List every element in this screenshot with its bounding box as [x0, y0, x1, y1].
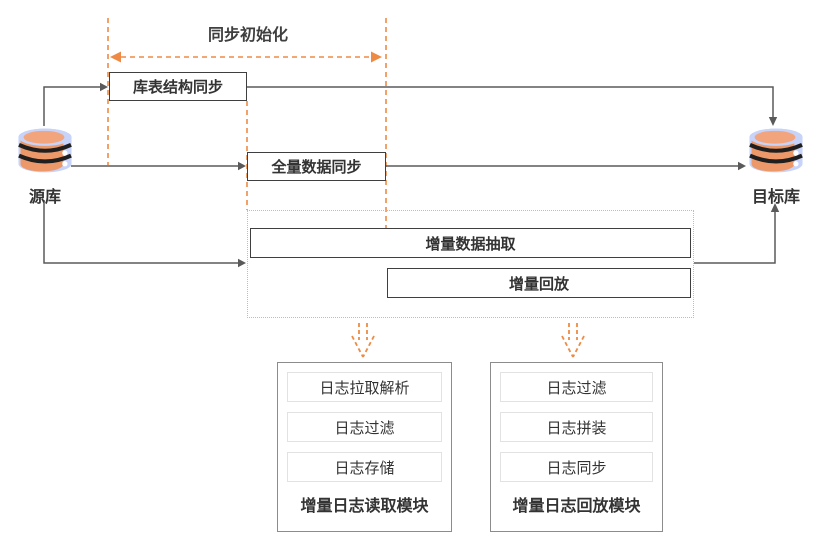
node-schema-sync: 库表结构同步: [109, 72, 247, 101]
node-full-data-sync: 全量数据同步: [247, 152, 386, 181]
step-log-filter: 日志过滤: [287, 412, 442, 442]
database-icon: [749, 128, 803, 173]
arrowhead-into-target-left-icon: [738, 161, 746, 171]
arrowhead-into-target-top-icon: [768, 117, 778, 126]
target-db-label: 目标库: [751, 189, 800, 206]
module-log-replayer: 日志过滤 日志拼装 日志同步 增量日志回放模块: [490, 362, 663, 532]
incremental-module-container: [247, 210, 694, 318]
arrowhead-into-incremental-module-icon: [238, 258, 246, 268]
step-log-filter: 日志过滤: [500, 372, 653, 402]
dashed-down-arrow-left-icon: [351, 323, 375, 358]
module-log-reader-title: 增量日志读取模块: [300, 498, 429, 515]
connector-incremental-module-to-target: [694, 212, 776, 264]
arrowhead-into-schema-sync-icon: [100, 82, 108, 92]
phase-span-right-arrowhead-icon: [371, 51, 382, 63]
step-log-sync: 日志同步: [500, 452, 653, 482]
arrowhead-into-full-sync-icon: [238, 161, 246, 171]
target-database: 目标库: [745, 125, 807, 207]
phase-label: 同步初始化: [207, 27, 288, 44]
module-log-replayer-steps: 日志过滤 日志拼装 日志同步: [500, 372, 653, 492]
source-db-label: 源库: [28, 189, 61, 206]
module-log-replayer-title: 增量日志回放模块: [512, 498, 641, 515]
node-incremental-replay: 增量回放: [387, 268, 691, 298]
module-log-reader: 日志拉取解析 日志过滤 日志存储 增量日志读取模块: [277, 362, 452, 532]
connector-source-to-incremental-module: [43, 200, 238, 264]
step-log-pull-parse: 日志拉取解析: [287, 372, 442, 402]
phase-span-left-arrowhead-icon: [110, 51, 121, 63]
dashed-down-arrow-right-icon: [561, 323, 585, 358]
node-incremental-extract: 增量数据抽取: [250, 228, 691, 258]
step-log-store: 日志存储: [287, 452, 442, 482]
source-database: 源库: [14, 125, 76, 207]
arrowhead-into-target-bottom-icon: [770, 203, 780, 212]
database-icon: [18, 128, 72, 173]
connector-source-to-schema-sync: [43, 86, 100, 126]
connector-schema-sync-to-target: [247, 86, 774, 117]
module-log-reader-steps: 日志拉取解析 日志过滤 日志存储: [287, 372, 442, 492]
step-log-assemble: 日志拼装: [500, 412, 653, 442]
